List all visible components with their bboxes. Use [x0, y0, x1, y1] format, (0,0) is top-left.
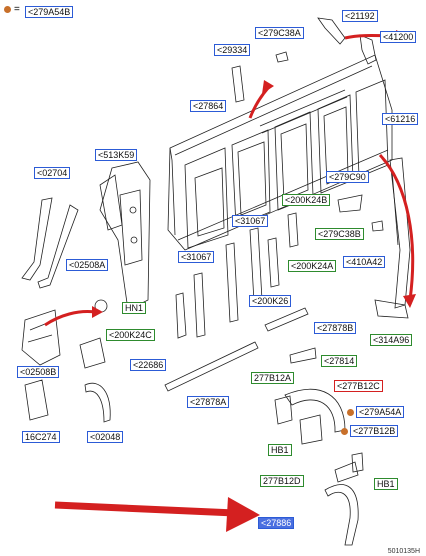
label-31067-upper[interactable]: <31067: [232, 215, 269, 227]
label-277B12C[interactable]: <277B12C: [334, 380, 383, 392]
post-200K24A-shape: [267, 237, 280, 288]
bracket-279C90-shape: [337, 194, 363, 213]
bracket-22686-shape: [79, 337, 106, 369]
orange-dot-279A54A-icon: [347, 409, 354, 416]
label-200K24C[interactable]: <200K24C: [106, 329, 155, 341]
label-61216[interactable]: <61216: [382, 113, 419, 125]
label-27864[interactable]: <27864: [190, 100, 227, 112]
label-314A96[interactable]: <314A96: [370, 334, 413, 346]
label-41200[interactable]: <41200: [380, 31, 417, 43]
label-02704[interactable]: <02704: [34, 167, 71, 179]
sill-27878B-shape: [264, 307, 309, 332]
label-277B12B[interactable]: <277B12B: [350, 425, 399, 437]
wheelhouse-02508B-shape: [21, 309, 61, 366]
label-279C38B[interactable]: <279C38B: [315, 228, 364, 240]
label-HN1[interactable]: HN1: [122, 302, 147, 314]
label-02048[interactable]: <02048: [87, 431, 124, 443]
label-02508B[interactable]: <02508B: [17, 366, 60, 378]
rear-panel-shape: [167, 54, 393, 251]
label-279C38A[interactable]: <279C38A: [255, 27, 304, 39]
label-HB1-upper[interactable]: HB1: [268, 444, 292, 456]
label-410A42[interactable]: <410A42: [343, 256, 386, 268]
clip-279C38A-shape: [275, 51, 289, 63]
label-200K24B[interactable]: <200K24B: [282, 194, 331, 206]
wheelhouse-277B12-shape: [284, 388, 346, 433]
arrow-pillar-down-shape: [378, 153, 415, 301]
arch-02048-shape: [84, 382, 111, 423]
drawing-code: 5010135H: [387, 548, 420, 555]
bracket-29334-shape: [231, 65, 245, 103]
label-HB1-lower[interactable]: HB1: [374, 478, 398, 490]
label-513K59[interactable]: <513K59: [95, 149, 138, 161]
label-27878B[interactable]: <27878B: [314, 322, 357, 334]
legend-code[interactable]: <279A54B: [25, 6, 74, 18]
legend-equals: =: [14, 4, 20, 15]
label-277B12A[interactable]: 277B12A: [251, 372, 295, 384]
legend-dot-icon: [4, 6, 11, 13]
bracket-27814-shape: [289, 347, 317, 364]
post-31067-a-shape: [193, 272, 206, 338]
label-277B12D[interactable]: 277B12D: [260, 475, 304, 487]
label-200K24A[interactable]: <200K24A: [288, 260, 337, 272]
label-29334[interactable]: <29334: [214, 44, 251, 56]
label-27878A[interactable]: <27878A: [187, 396, 230, 408]
rail-02704-shape: [21, 197, 53, 281]
label-27814[interactable]: <27814: [321, 355, 358, 367]
bracket-41200-shape: [359, 34, 377, 65]
arrow-panel-up-shape: [248, 87, 270, 119]
label-27886-highlighted[interactable]: <27886: [258, 517, 295, 529]
label-22686[interactable]: <22686: [130, 359, 167, 371]
clip-279C38B-shape: [371, 220, 384, 232]
label-200K26[interactable]: <200K26: [249, 295, 292, 307]
arch-27886-shape: [324, 484, 359, 546]
right-pillar-shape: [374, 157, 411, 319]
sill-27878A-shape: [164, 341, 259, 392]
left-pillar-shape: [99, 161, 151, 311]
post-200K26-shape: [225, 242, 239, 323]
label-02508A[interactable]: <02508A: [66, 259, 109, 271]
label-31067-lower[interactable]: <31067: [178, 251, 215, 263]
label-16C274[interactable]: 16C274: [22, 431, 60, 443]
label-279A54A[interactable]: <279A54A: [356, 406, 405, 418]
bracket-21192-shape: [317, 17, 346, 45]
label-21192[interactable]: <21192: [342, 10, 378, 22]
big-red-arrow: [54, 497, 260, 532]
label-279C90[interactable]: <279C90: [326, 171, 369, 183]
rail-02508A-shape: [37, 204, 79, 289]
arrow-hn1-shape: [44, 310, 96, 327]
post-31067-b-shape: [249, 227, 263, 303]
bracket-200K24B-shape: [287, 212, 299, 248]
post-200K24C-shape: [175, 292, 187, 339]
orange-dot-277B12B-icon: [341, 428, 348, 435]
bracket-16C274-shape: [24, 379, 49, 421]
